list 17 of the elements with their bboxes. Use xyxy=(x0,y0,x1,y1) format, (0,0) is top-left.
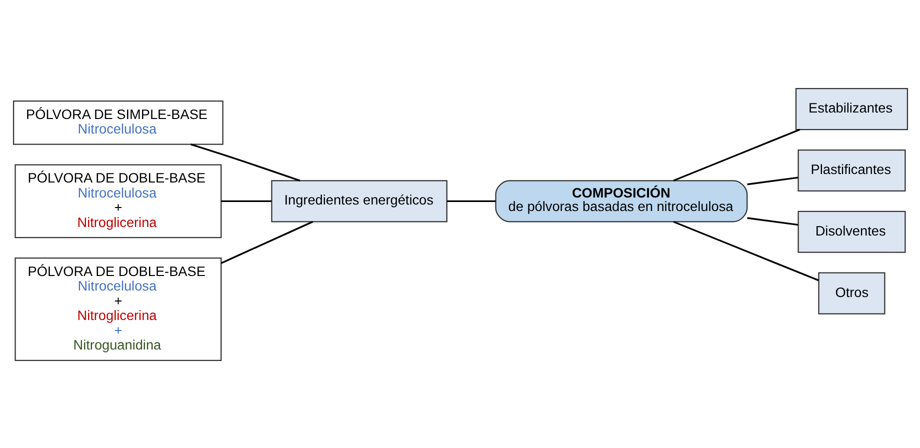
connector xyxy=(672,128,800,181)
connector xyxy=(746,216,798,226)
node-box: Estabilizantes xyxy=(794,88,908,130)
connector xyxy=(446,200,496,202)
node-box: Plastificantes xyxy=(797,148,906,192)
node-box: Disolventes xyxy=(797,210,906,252)
connector xyxy=(672,220,818,281)
connector xyxy=(190,143,300,181)
node-box: Ingredientes energéticos xyxy=(270,180,447,222)
node-box: Otros xyxy=(818,272,885,314)
node-box: COMPOSICIÓN de pólvoras basadas en nitrocelulosa xyxy=(494,180,748,222)
connector xyxy=(746,176,798,185)
connector xyxy=(220,220,313,264)
node-box: PÓLVORA DE DOBLE-BASE Nitrocelulosa + Nitroglicerina xyxy=(14,164,222,238)
node-box: PÓLVORA DE DOBLE-BASE Nitrocelulosa + Nitroglicerina + Nitroguanidina xyxy=(14,256,222,360)
connector xyxy=(220,200,272,202)
node-box: PÓLVORA DE SIMPLE-BASE Nitrocelulosa xyxy=(12,100,223,144)
